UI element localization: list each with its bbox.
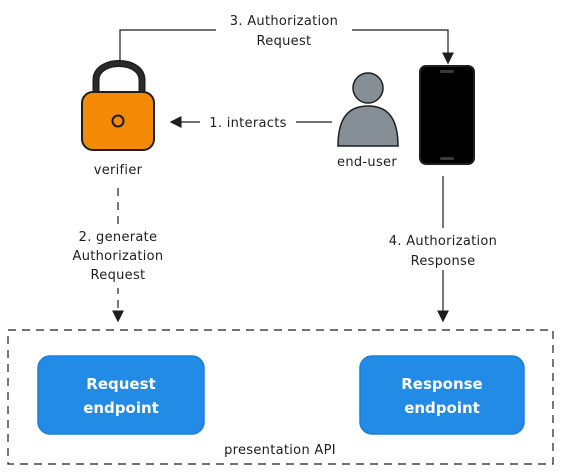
step1-label-bg bbox=[200, 112, 296, 132]
request-endpoint-line1: Request bbox=[86, 375, 155, 393]
presentation-api-label: presentation API bbox=[224, 443, 336, 458]
step4-label-bg bbox=[368, 228, 518, 270]
step2-label-line3: Request bbox=[91, 268, 146, 283]
response-endpoint-line1: Response bbox=[401, 375, 482, 393]
step3-label-line1: 3. Authorization bbox=[230, 14, 338, 29]
end-user-label: end-user bbox=[337, 155, 397, 170]
request-endpoint-line2: endpoint bbox=[83, 399, 159, 417]
step3-label-line2: Request bbox=[257, 34, 312, 49]
step1-label: 1. interacts bbox=[209, 116, 286, 131]
presentation-api-container bbox=[7, 329, 554, 465]
request-endpoint-box: Request endpoint bbox=[37, 355, 205, 435]
smartphone-icon bbox=[419, 65, 475, 165]
response-endpoint-box: Response endpoint bbox=[359, 355, 525, 435]
person-icon bbox=[337, 72, 399, 147]
step2-label-bg bbox=[56, 226, 182, 288]
step2-label-line1: 2. generate bbox=[79, 230, 158, 245]
step2-label-line2: Authorization bbox=[73, 249, 164, 264]
step4-label-line1: 4. Authorization bbox=[389, 234, 497, 249]
lock-icon bbox=[81, 60, 155, 151]
step3-label-bg bbox=[216, 8, 352, 54]
verifier-label: verifier bbox=[94, 163, 143, 178]
response-endpoint-line2: endpoint bbox=[404, 399, 480, 417]
step4-label-line2: Response bbox=[411, 254, 476, 269]
